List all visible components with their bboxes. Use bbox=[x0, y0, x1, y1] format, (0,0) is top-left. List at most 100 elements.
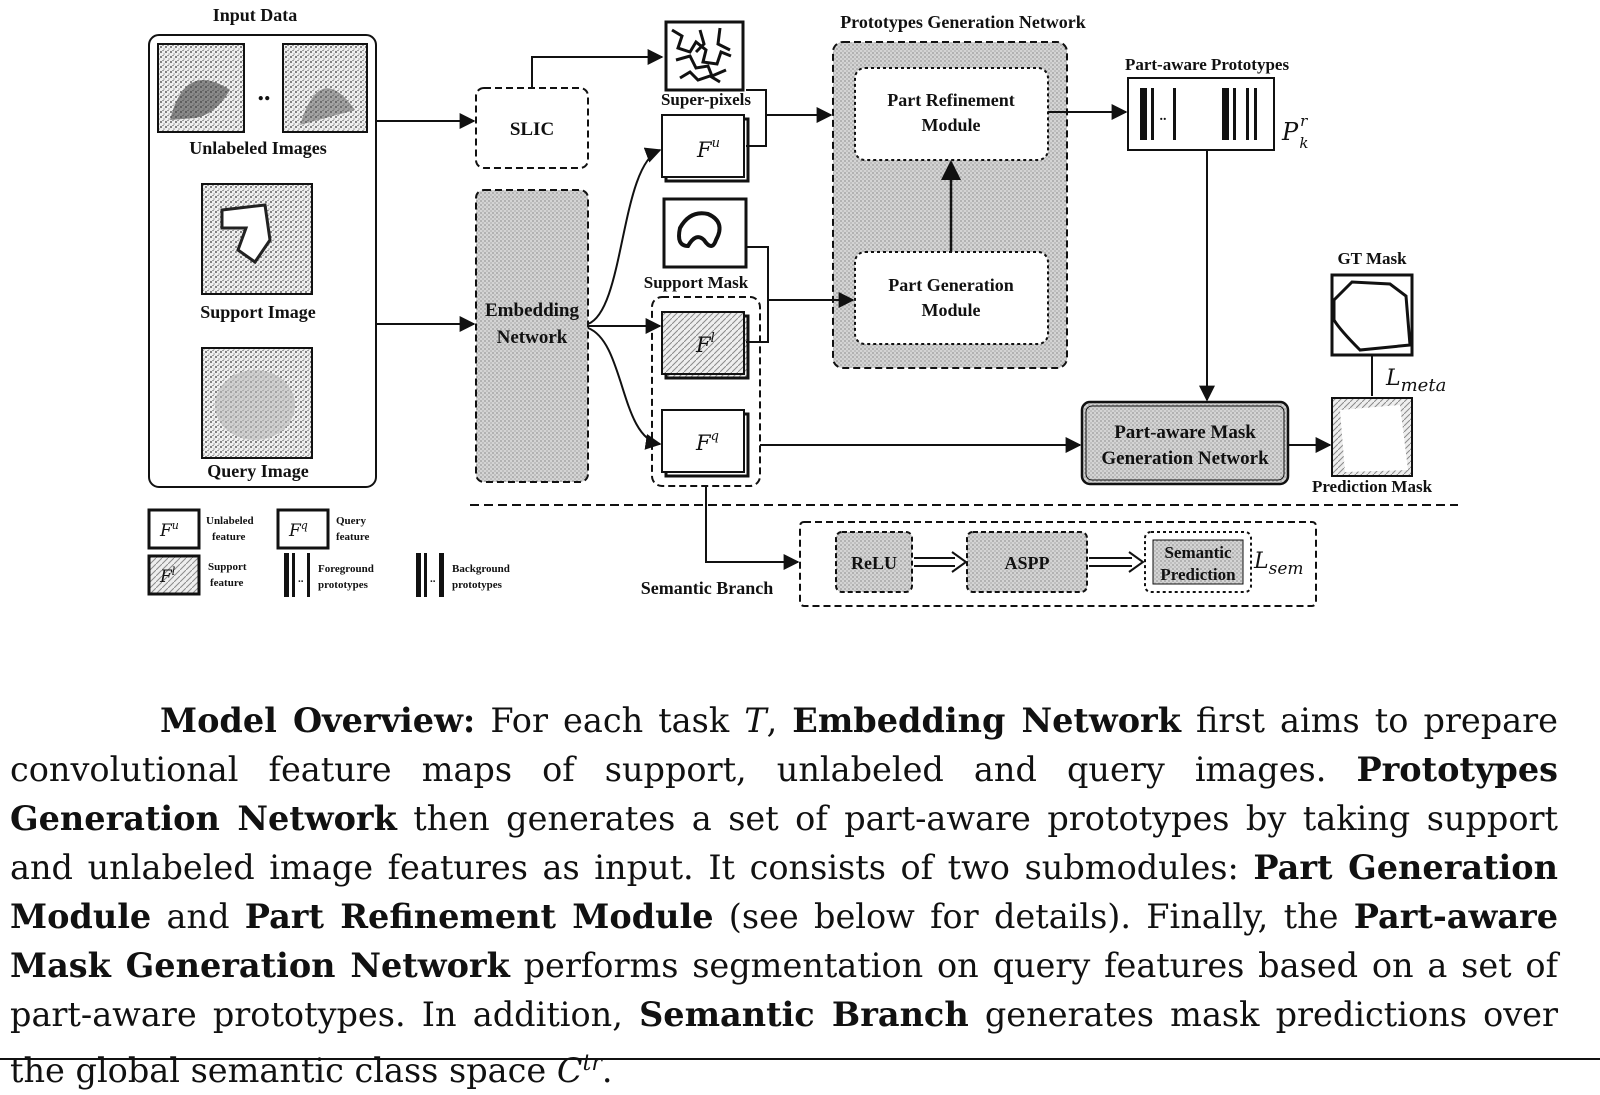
aspp-to-prediction-double-arrow bbox=[1089, 551, 1145, 573]
embedding-network-label-line1: Embedding bbox=[485, 300, 579, 321]
prediction-mask-label: Prediction Mask bbox=[1312, 477, 1433, 496]
legend-unlabeled-line1: Unlabeled bbox=[206, 515, 254, 527]
svg-text:..: .. bbox=[298, 573, 304, 585]
svg-text:Fl: Fl bbox=[695, 331, 715, 357]
embedding-network-label-line2: Network bbox=[497, 327, 568, 348]
slic-label: SLIC bbox=[510, 119, 554, 140]
caption-text-1: For each task bbox=[475, 700, 745, 740]
unlabeled-image-thumbnail-1 bbox=[157, 43, 245, 133]
superpixels-thumbnail bbox=[664, 20, 745, 92]
part-generation-label-line1: Part Generation bbox=[888, 275, 1013, 295]
legend-query-line1: Query bbox=[336, 515, 366, 527]
part-refinement-module-box bbox=[854, 67, 1049, 161]
prediction-mask-thumbnail bbox=[1331, 397, 1413, 477]
caption-intro: Model Overview: bbox=[160, 700, 476, 740]
svg-text:Fl: Fl bbox=[159, 565, 176, 587]
support-image-label: Support Image bbox=[200, 302, 316, 322]
loss-sem-sub: sem bbox=[1269, 559, 1304, 579]
relu-box bbox=[835, 531, 913, 593]
support-mask-label: Support Mask bbox=[644, 273, 749, 292]
figure-caption: Model Overview: For each task T, Embeddi… bbox=[10, 696, 1558, 1095]
pgn-title: Prototypes Generation Network bbox=[840, 12, 1086, 32]
loss-meta-sub: meta bbox=[1401, 375, 1447, 396]
prototype-symbol: P bbox=[1281, 118, 1299, 146]
svg-text:Lmeta: Lmeta bbox=[1385, 366, 1446, 396]
legend-support-line2: feature bbox=[210, 577, 244, 589]
support-feature-box: Fl bbox=[661, 311, 750, 380]
unlabeled-images-label: Unlabeled Images bbox=[189, 138, 327, 158]
aspp-label: ASPP bbox=[1005, 553, 1050, 573]
caption-part-generation-module: Part Generation Module bbox=[10, 847, 1558, 936]
legend: Fu Unlabeled feature Fq Query feature Fl… bbox=[147, 508, 510, 597]
relu-to-aspp-double-arrow bbox=[914, 551, 968, 573]
legend-query-line2: feature bbox=[336, 531, 370, 543]
embedding-network-box bbox=[475, 189, 589, 483]
caption-text-6: (see below for details). Finally, the bbox=[713, 896, 1354, 936]
caption-text-2: , bbox=[766, 700, 793, 740]
relu-label: ReLU bbox=[851, 553, 897, 573]
caption-semantic-branch: Semantic Branch bbox=[639, 994, 969, 1034]
part-aware-prototypes-title: Part-aware Prototypes bbox=[1125, 55, 1290, 74]
mask-generation-label-line2: Generation Network bbox=[1101, 448, 1269, 469]
legend-foreground-icon: .. bbox=[284, 553, 310, 597]
caption-mask-generation-network: Part-aware Mask Generation Network bbox=[10, 896, 1559, 985]
legend-unlabeled-line2: feature bbox=[212, 531, 246, 543]
model-overview-diagram: Input Data .. Unlabeled Images Support I… bbox=[147, 5, 1458, 607]
mask-generation-network-box bbox=[1080, 400, 1290, 486]
legend-foreground-line1: Foreground bbox=[318, 563, 374, 575]
connector-arrows bbox=[376, 49, 1332, 570]
mask-generation-label-line1: Part-aware Mask bbox=[1114, 422, 1256, 443]
loss-sem-symbol: L bbox=[1253, 549, 1269, 574]
legend-support-line1: Support bbox=[208, 561, 247, 573]
query-image-thumbnail bbox=[201, 347, 313, 459]
query-feature-box: Fq bbox=[661, 409, 750, 478]
part-aware-prototypes-box: .. bbox=[1127, 77, 1275, 151]
bottom-rule bbox=[0, 1058, 1600, 1060]
svg-text:Fu: Fu bbox=[696, 136, 720, 162]
caption-prototypes-generation-network: Prototypes Generation Network bbox=[10, 749, 1558, 838]
caption-space-sup: tr bbox=[582, 1050, 602, 1076]
part-refinement-label-line2: Module bbox=[921, 115, 980, 135]
prototypes-ellipsis: .. bbox=[1160, 109, 1167, 124]
support-feature-symbol: F bbox=[695, 333, 712, 357]
loss-meta-symbol: L bbox=[1385, 366, 1401, 391]
caption-embedding-network: Embedding Network bbox=[792, 700, 1181, 740]
legend-support-icon bbox=[147, 554, 201, 596]
support-mask-thumbnail bbox=[662, 197, 748, 269]
support-image-thumbnail bbox=[201, 183, 313, 295]
query-feature-sup: q bbox=[711, 429, 719, 444]
legend-background-icon: .. bbox=[416, 553, 444, 597]
part-generation-module-box bbox=[854, 251, 1049, 345]
svg-text:Lsem: Lsem bbox=[1253, 549, 1304, 579]
gt-mask-label: GT Mask bbox=[1337, 249, 1407, 268]
caption-text-7: performs segmentation on query features … bbox=[10, 945, 1558, 1034]
unlabeled-image-thumbnail-2 bbox=[282, 43, 368, 133]
part-generation-label-line2: Module bbox=[921, 300, 980, 320]
query-image-label: Query Image bbox=[207, 461, 308, 481]
svg-text:Prk: Prk bbox=[1281, 112, 1308, 152]
legend-unlabeled-icon bbox=[147, 508, 201, 550]
semantic-prediction-label-line2: Prediction bbox=[1160, 565, 1236, 584]
unlabeled-ellipsis: .. bbox=[258, 77, 271, 106]
caption-text-3: first aims to prepare convolutional feat… bbox=[10, 700, 1558, 789]
caption-text-4: then generates a set of part-aware proto… bbox=[10, 798, 1559, 887]
superpixels-label: Super-pixels bbox=[661, 90, 751, 109]
gt-mask-thumbnail bbox=[1330, 273, 1414, 357]
query-feature-symbol: F bbox=[695, 431, 712, 455]
input-data-title: Input Data bbox=[213, 5, 298, 25]
caption-text-5: and bbox=[151, 896, 245, 936]
legend-foreground-line2: prototypes bbox=[318, 579, 369, 591]
unlabeled-feature-symbol: F bbox=[696, 138, 713, 162]
caption-text-9: . bbox=[601, 1050, 613, 1090]
prototype-sup: r bbox=[1300, 112, 1308, 130]
semantic-prediction-label-line1: Semantic bbox=[1164, 543, 1232, 562]
svg-text:..: .. bbox=[430, 573, 436, 585]
semantic-branch-label: Semantic Branch bbox=[641, 578, 774, 598]
caption-task-symbol: T bbox=[744, 700, 767, 740]
caption-part-refinement-module: Part Refinement Module bbox=[244, 896, 714, 936]
support-feature-sup: l bbox=[711, 331, 715, 346]
part-refinement-label-line1: Part Refinement bbox=[887, 90, 1014, 110]
caption-space-symbol: C bbox=[556, 1050, 583, 1090]
unlabeled-feature-box: Fu bbox=[661, 114, 750, 183]
legend-background-line1: Background bbox=[452, 563, 510, 575]
